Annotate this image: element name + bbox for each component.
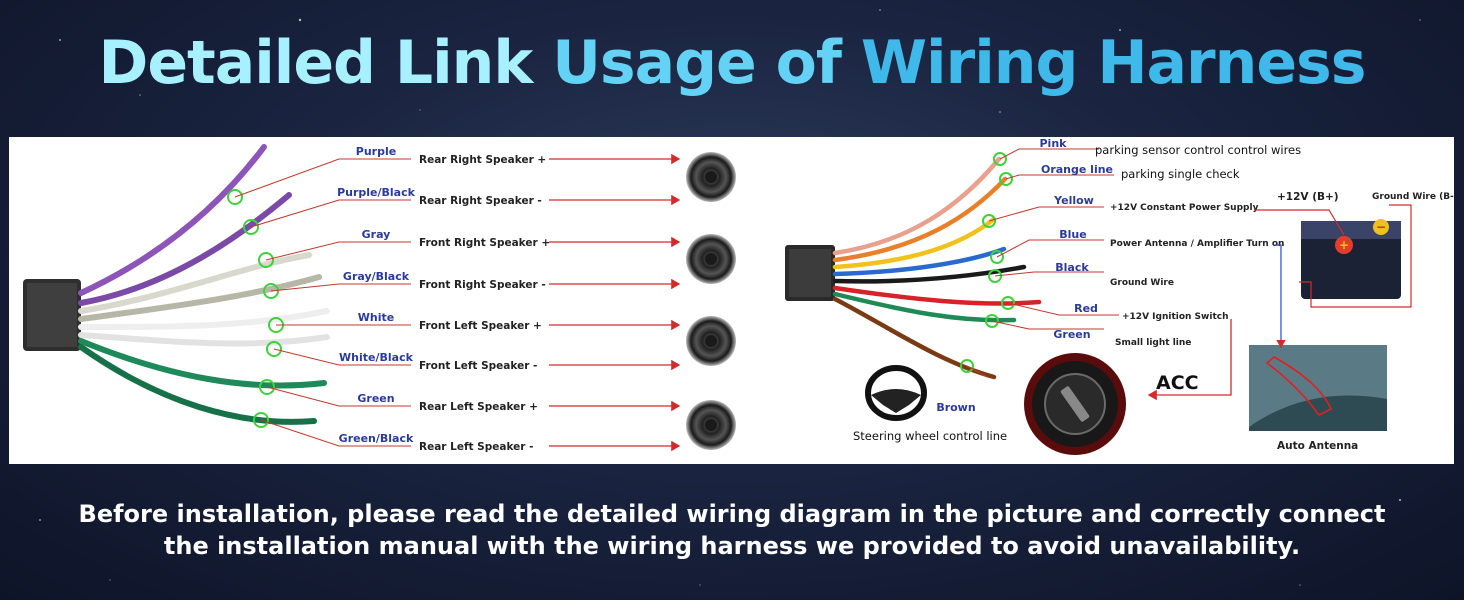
auto-antenna-label: Auto Antenna xyxy=(1277,440,1358,452)
power-function-label: +12V Ignition Switch xyxy=(1122,312,1228,322)
power-function-label: Power Antenna / Amplifier Turn on xyxy=(1110,239,1284,249)
wire-orange xyxy=(832,176,1008,263)
speaker-color-label: Purple xyxy=(356,145,396,158)
speaker-color-labels: Purple Purple/Black Gray Gray/Black Whit… xyxy=(337,145,416,445)
car-battery-icon: + − xyxy=(1301,219,1401,299)
speaker-color-label: Gray/Black xyxy=(343,270,410,283)
power-wire-markers xyxy=(960,152,1015,373)
battery-positive-label: +12V (B+) xyxy=(1277,191,1339,203)
power-color-label: Brown xyxy=(936,401,975,414)
speaker-color-label: Green xyxy=(357,392,394,405)
speaker-function-label: Front Right Speaker - xyxy=(419,279,546,291)
speaker-function-label: Rear Left Speaker + xyxy=(419,401,538,413)
speaker-function-label: Front Left Speaker + xyxy=(419,320,542,332)
ignition-switch-icon xyxy=(1024,353,1126,455)
speaker-function-label: Rear Left Speaker - xyxy=(419,441,533,453)
connector-face xyxy=(27,283,77,347)
power-leader-lines xyxy=(966,148,1119,378)
wire-green-black xyxy=(78,344,317,425)
positive-terminal-icon: + xyxy=(1339,238,1349,252)
speaker-icon xyxy=(686,152,736,202)
title-part-3: Wiring Harness xyxy=(860,28,1367,98)
antenna-arrow xyxy=(1275,244,1286,349)
wire-pink xyxy=(832,156,1002,256)
power-color-label: Yellow xyxy=(1053,194,1094,207)
speaker-color-label: White/Black xyxy=(339,351,414,364)
speaker-icon xyxy=(686,400,736,450)
speaker-color-label: Green/Black xyxy=(339,432,414,445)
wire-gray-black xyxy=(78,274,322,322)
power-function-label: +12V Constant Power Supply xyxy=(1110,203,1259,213)
power-color-label: Pink xyxy=(1040,137,1068,150)
power-color-label: Black xyxy=(1055,261,1089,274)
wire-purple-black xyxy=(78,192,292,306)
steering-wheel-label: Steering wheel control line xyxy=(853,429,1007,443)
speaker-function-label: Front Right Speaker + xyxy=(419,237,550,249)
power-color-labels: Pink Orange line Yellow Blue Black Red G… xyxy=(936,137,1113,414)
steering-wheel-icon xyxy=(865,365,927,421)
speaker-harness-diagram: Purple Purple/Black Gray Gray/Black Whit… xyxy=(23,144,736,453)
wire-blue xyxy=(832,246,1007,277)
wire-purple xyxy=(78,144,267,296)
speaker-color-label: Purple/Black xyxy=(337,186,416,199)
speaker-icon xyxy=(686,316,736,366)
wire-green-power xyxy=(832,291,1017,323)
speaker-leader-lines xyxy=(234,158,411,447)
installation-note: Before installation, please read the det… xyxy=(0,498,1464,562)
wire-gray xyxy=(78,252,312,314)
connector-face xyxy=(789,249,831,297)
auto-antenna-image xyxy=(1249,345,1387,431)
page-title: Detailed Link Usage of Wiring Harness xyxy=(0,28,1464,98)
speaker-arrows xyxy=(549,153,681,452)
power-wires xyxy=(832,156,1042,380)
speaker-function-labels: Rear Right Speaker + Rear Right Speaker … xyxy=(419,154,550,453)
power-color-label: Orange line xyxy=(1041,163,1113,176)
power-function-label: Ground Wire xyxy=(1110,278,1174,288)
wiring-diagram: Purple Purple/Black Gray Gray/Black Whit… xyxy=(23,137,1454,455)
speaker-icons xyxy=(686,152,736,450)
power-function-labels: parking sensor control control wires par… xyxy=(1095,143,1301,348)
power-color-label: Red xyxy=(1074,302,1098,315)
acc-label: ACC xyxy=(1156,372,1199,394)
battery-ground-label: Ground Wire (B-) xyxy=(1372,192,1454,202)
battery-positive-line xyxy=(1254,209,1345,236)
speaker-color-label: White xyxy=(358,311,394,324)
power-harness-diagram: Pink Orange line Yellow Blue Black Red G… xyxy=(785,137,1454,455)
power-function-label: parking single check xyxy=(1121,167,1240,181)
installation-note-line-2: the installation manual with the wiring … xyxy=(163,532,1301,560)
wire-brown xyxy=(832,296,997,380)
title-part-1: Detailed Link xyxy=(98,28,534,98)
power-color-label: Green xyxy=(1053,328,1090,341)
installation-note-line-1: Before installation, please read the det… xyxy=(78,500,1386,528)
wire-red xyxy=(832,285,1042,306)
wiring-diagram-panel: Purple Purple/Black Gray Gray/Black Whit… xyxy=(9,137,1454,464)
wire-black xyxy=(832,264,1027,284)
acc-arrow xyxy=(1147,319,1232,401)
power-function-label: parking sensor control control wires xyxy=(1095,143,1301,157)
speaker-function-label: Front Left Speaker - xyxy=(419,360,537,372)
speaker-icon xyxy=(686,234,736,284)
power-color-label: Blue xyxy=(1059,228,1086,241)
negative-terminal-icon: − xyxy=(1376,220,1386,234)
wire-white-black xyxy=(78,332,330,347)
wire-green xyxy=(78,338,327,389)
speaker-wire-markers xyxy=(227,189,284,428)
power-function-label: Small light line xyxy=(1115,338,1191,348)
wire-yellow xyxy=(832,216,997,270)
wire-white xyxy=(78,308,330,330)
speaker-wires xyxy=(78,144,330,425)
speaker-function-label: Rear Right Speaker - xyxy=(419,195,542,207)
battery-ground-line xyxy=(1299,204,1412,308)
speaker-function-label: Rear Right Speaker + xyxy=(419,154,546,166)
speaker-color-label: Gray xyxy=(362,228,391,241)
title-part-2: Usage of xyxy=(552,28,842,98)
